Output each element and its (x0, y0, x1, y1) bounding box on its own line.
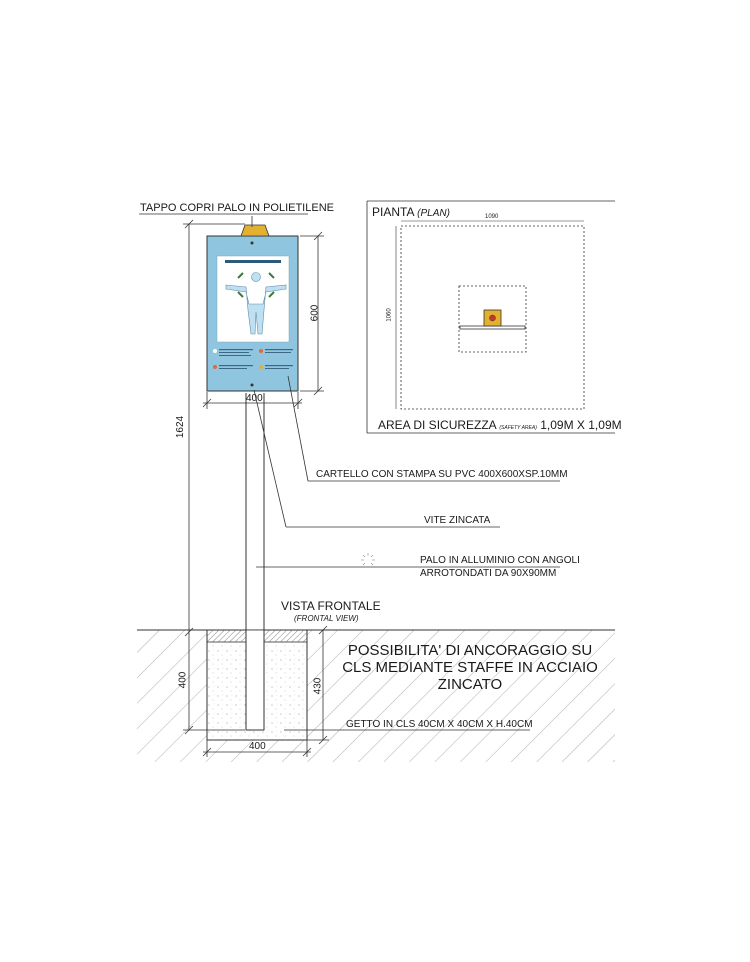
foundation-height-label: 430 (312, 677, 324, 695)
pole-label-line1: PALO IN ALLUMINIO CON ANGOLI (420, 555, 580, 566)
safety-area-label: AREA DI SICUREZZA (SAFETY AREA) 1,09M X … (378, 419, 622, 431)
plan-title-en: (PLAN) (417, 208, 450, 219)
foundation-description: GETTO IN CLS 40CM X 40CM X H.40CM (346, 719, 533, 730)
front-view-label: VISTA FRONTALE (281, 599, 381, 613)
screw-label: VITE ZINCATA (424, 515, 491, 526)
sign-width-label: 400 (246, 393, 263, 404)
dimension-sign-height (300, 231, 324, 396)
total-height-label: 1624 (175, 415, 187, 439)
dimension-foundation-depth (183, 632, 245, 735)
plan-title: PIANTA (PLAN) (372, 206, 450, 219)
plan-height-label: 1060 (386, 308, 393, 322)
dimension-sign-width (202, 392, 303, 409)
pole-cap-icon (240, 216, 270, 237)
plan-width-label: 1090 (485, 214, 499, 220)
pole-section-icon (361, 553, 375, 566)
dimension-foundation-width (202, 740, 312, 757)
safety-sign-figure-icon (206, 235, 299, 392)
foundation-width-label: 400 (249, 741, 266, 752)
concrete-foundation (206, 629, 308, 741)
dimension-foundation-height (307, 625, 329, 745)
plan-title-it: PIANTA (372, 205, 414, 219)
safety-area-dims: 1,09M X 1,09M (540, 418, 622, 432)
pole-plan-marker-icon (459, 309, 526, 330)
safety-area-it: AREA DI SICUREZZA (378, 418, 497, 432)
plan-view (366, 200, 615, 434)
pole-label-line2: ARROTONDATI DA 90X90MM (420, 568, 557, 579)
cap-label: TAPPO COPRI PALO IN POLIETILENE (140, 202, 334, 214)
aluminium-pole (245, 393, 265, 731)
leader-lines (139, 213, 560, 731)
sign-height-label: 600 (309, 304, 321, 322)
anchoring-note: POSSIBILITA' DI ANCORAGGIO SU CLS MEDIAN… (342, 642, 598, 693)
front-view-en: (FRONTAL VIEW) (294, 614, 359, 623)
sign-description: CARTELLO CON STAMPA SU PVC 400X600XSP.10… (316, 469, 568, 480)
foundation-depth-label: 400 (177, 671, 189, 689)
safety-area-en: (SAFETY AREA) (499, 425, 537, 431)
